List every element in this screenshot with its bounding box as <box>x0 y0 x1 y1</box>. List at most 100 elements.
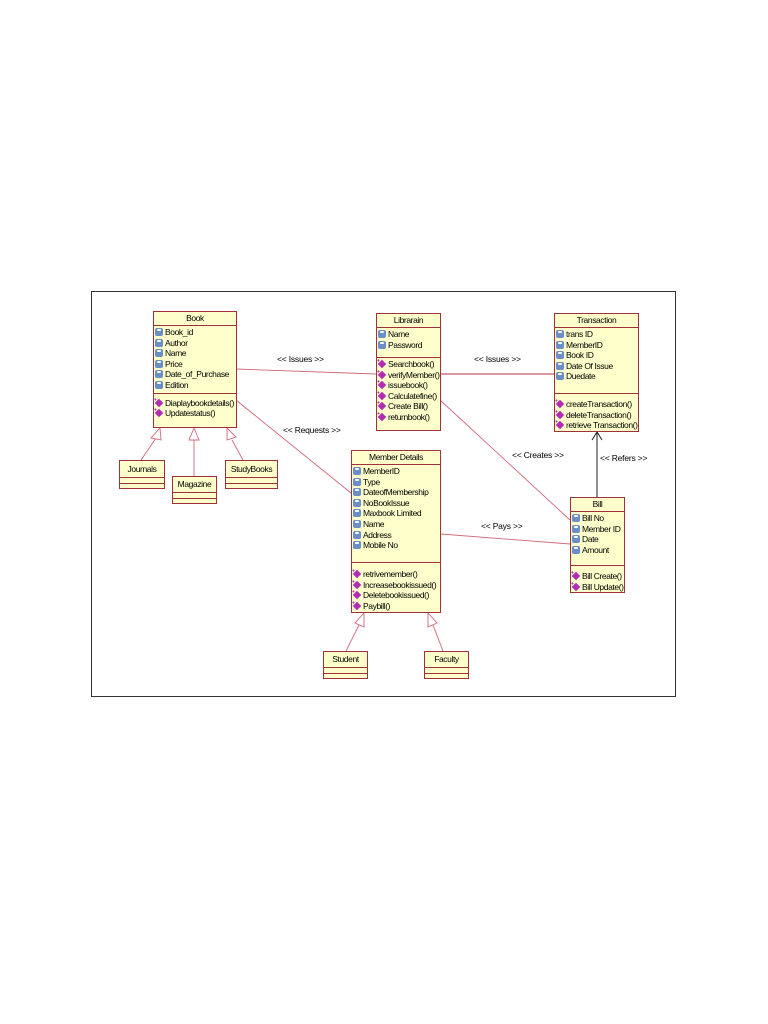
attribute-icon <box>155 349 163 358</box>
class-journals[interactable]: Journals <box>119 460 165 489</box>
attribute-row: Password <box>377 340 440 351</box>
class-study-books-operations <box>226 484 277 489</box>
class-student-attributes <box>324 668 367 674</box>
operation-icon <box>571 582 581 591</box>
class-book[interactable]: Book Book_id Author Name Price Date_of_P… <box>153 311 237 428</box>
operation-row: Paybill() <box>352 601 440 612</box>
class-member-details[interactable]: Member Details MemberID Type DateofMembe… <box>351 450 441 613</box>
operation-row: Deletebookissued() <box>352 590 440 601</box>
operation-row: Diaplaybookdetails() <box>154 398 236 409</box>
operation-icon <box>352 590 362 600</box>
attribute-icon <box>353 541 361 550</box>
attribute-row: Date Of Issue <box>555 361 638 372</box>
attribute-icon <box>155 328 163 336</box>
operation-row: Calculatefine() <box>377 391 440 402</box>
class-member-details-name: Member Details <box>352 451 440 465</box>
attribute-icon <box>353 488 361 497</box>
attribute-row: Name <box>154 348 236 359</box>
class-faculty-attributes <box>425 668 468 674</box>
attribute-icon <box>155 380 163 389</box>
attribute-icon <box>572 524 580 533</box>
attribute-row: Duedate <box>555 371 638 382</box>
attribute-icon <box>353 509 361 518</box>
operation-icon <box>352 580 362 589</box>
attribute-icon <box>572 514 580 522</box>
operation-row: deleteTransaction() <box>555 410 638 421</box>
attribute-icon <box>572 545 580 554</box>
class-study-books-name: StudyBooks <box>226 461 277 478</box>
class-study-books[interactable]: StudyBooks <box>225 460 278 489</box>
operation-icon <box>377 412 387 422</box>
class-book-attributes: Book_id Author Name Price Date_of_Purcha… <box>154 326 236 394</box>
operation-row: verifyMember() <box>377 370 440 381</box>
class-magazine-attributes <box>173 493 216 499</box>
diagram-frame <box>91 291 676 697</box>
operation-icon <box>377 380 387 390</box>
operation-row: issuebook() <box>377 380 440 391</box>
class-journals-attributes <box>120 478 164 484</box>
operation-row: Increasebookissued() <box>352 580 440 591</box>
operation-icon <box>377 391 387 401</box>
class-librarian-name: Librarain <box>377 314 440 328</box>
label-librarian-bill: << Creates >> <box>512 450 564 460</box>
attribute-row: MemberID <box>352 466 440 477</box>
class-magazine-name: Magazine <box>173 477 216 493</box>
attribute-icon <box>155 370 163 379</box>
label-bill-transaction: << Refers >> <box>600 453 648 463</box>
operation-icon <box>555 399 565 409</box>
operation-icon <box>352 569 362 579</box>
class-bill[interactable]: Bill Bill No Member ID Date Amount Bill … <box>570 497 625 593</box>
attribute-icon <box>353 530 361 539</box>
attribute-icon <box>155 338 163 347</box>
attribute-icon <box>353 498 361 507</box>
operation-row: returnbook() <box>377 412 440 423</box>
class-librarian-operations: Searchbook() verifyMember() issuebook() … <box>377 358 440 425</box>
class-magazine-operations <box>173 499 216 504</box>
attribute-row: Mobile No <box>352 540 440 551</box>
class-bill-attributes: Bill No Member ID Date Amount <box>571 512 624 566</box>
attribute-icon <box>155 359 163 368</box>
class-librarian[interactable]: Librarain Name Password Searchbook() ver… <box>376 313 441 431</box>
attribute-row: Type <box>352 477 440 488</box>
class-student-name: Student <box>324 652 367 668</box>
operation-row: createTransaction() <box>555 399 638 410</box>
attribute-row: NoBookIssue <box>352 498 440 509</box>
attribute-icon <box>556 361 564 370</box>
class-faculty-operations <box>425 674 468 679</box>
class-transaction-name: Transaction <box>555 314 638 328</box>
operation-icon <box>555 420 565 430</box>
class-faculty[interactable]: Faculty <box>424 651 469 679</box>
class-member-details-operations: retrivemember() Increasebookissued() Del… <box>352 563 440 613</box>
attribute-row: Name <box>377 329 440 340</box>
attribute-row: DateofMembership <box>352 487 440 498</box>
class-magazine[interactable]: Magazine <box>172 476 217 504</box>
attribute-icon <box>353 477 361 486</box>
operation-row: Searchbook() <box>377 359 440 370</box>
attribute-row: Edition <box>154 380 236 391</box>
label-librarian-transaction: << Issues >> <box>474 354 521 364</box>
class-transaction-attributes: trans ID MemberID Book ID Date Of Issue … <box>555 328 638 394</box>
class-transaction[interactable]: Transaction trans ID MemberID Book ID Da… <box>554 313 639 432</box>
attribute-icon <box>353 519 361 528</box>
attribute-row: Address <box>352 530 440 541</box>
class-member-details-attributes: MemberID Type DateofMembership NoBookIss… <box>352 465 440 563</box>
attribute-icon <box>378 340 386 349</box>
attribute-row: Book_id <box>154 327 236 338</box>
class-journals-operations <box>120 484 164 489</box>
class-student-operations <box>324 674 367 679</box>
operation-row: Bill Create() <box>571 571 624 582</box>
attribute-row: MemberID <box>555 340 638 351</box>
class-student[interactable]: Student <box>323 651 368 679</box>
attribute-row: Name <box>352 519 440 530</box>
attribute-row: Date_of_Purchase <box>154 369 236 380</box>
attribute-icon <box>572 535 580 544</box>
attribute-row: Maxbook Limited <box>352 508 440 519</box>
attribute-row: trans ID <box>555 329 638 340</box>
attribute-icon <box>353 467 361 475</box>
attribute-icon <box>556 351 564 360</box>
class-bill-name: Bill <box>571 498 624 512</box>
operation-row: Updatestatus() <box>154 408 236 419</box>
operation-icon <box>377 359 387 369</box>
operation-icon <box>555 410 565 419</box>
attribute-icon <box>378 330 386 338</box>
